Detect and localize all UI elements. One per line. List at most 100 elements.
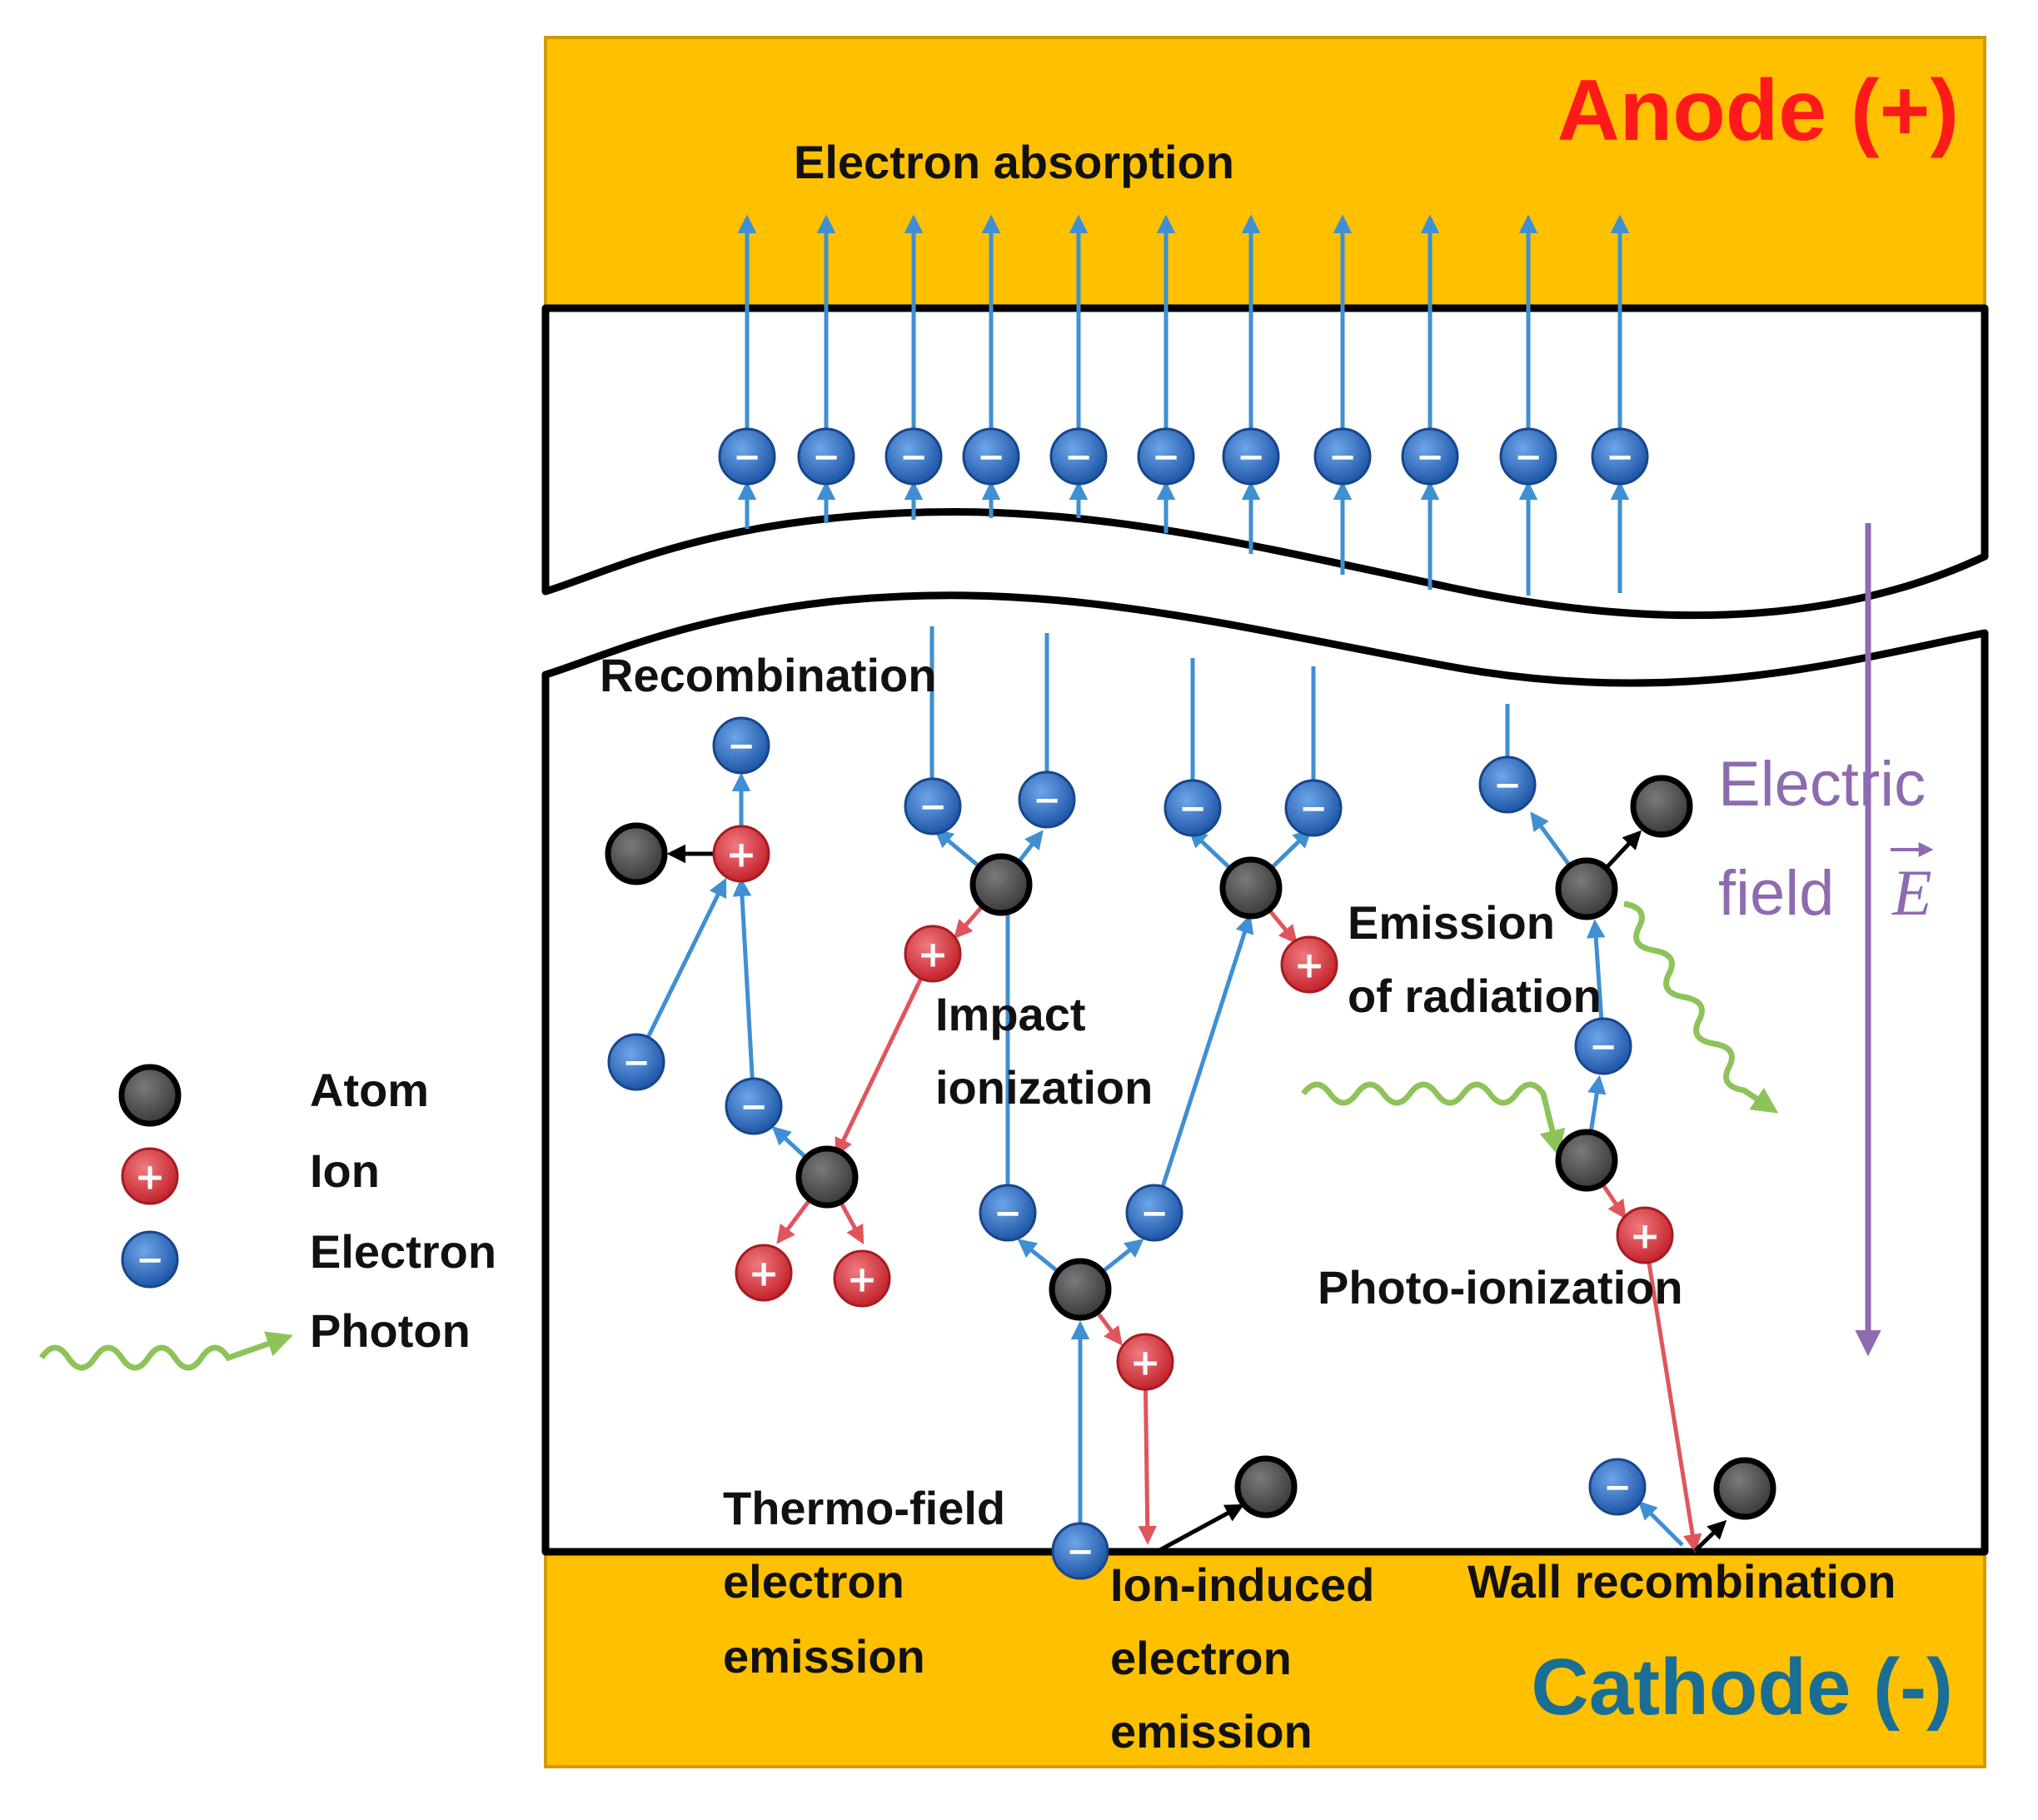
svg-text:−: − [622, 1044, 650, 1082]
svg-text:−: − [899, 438, 928, 476]
anode-electron: − [884, 427, 943, 486]
svg-text:+: + [1130, 1342, 1161, 1384]
legend-photon-label: Photon [310, 1304, 471, 1357]
electron: − [979, 1184, 1037, 1242]
svg-text:−: − [1589, 1028, 1617, 1066]
svg-text:−: − [1416, 438, 1444, 476]
anode-electron: − [1137, 427, 1195, 486]
impact-atom [969, 853, 1033, 916]
svg-text:−: − [1033, 781, 1061, 820]
photon-incoming [1301, 1081, 1566, 1157]
svg-text:−: − [740, 1088, 768, 1126]
legend-atom-label: Atom [310, 1064, 429, 1116]
ion: + [1280, 935, 1338, 994]
legend-electron-icon: − [121, 1230, 179, 1289]
ion-induced-label-1: Ion-induced [1110, 1558, 1374, 1611]
svg-text:−: − [1152, 438, 1180, 476]
anode-electron: − [718, 427, 776, 486]
svg-text:−: − [1514, 438, 1542, 476]
svg-text:−: − [812, 438, 840, 476]
legend-ion-icon: + [121, 1147, 179, 1205]
svg-text:−: − [1237, 438, 1265, 476]
thermo-field-label-2: electron [723, 1555, 904, 1608]
impact-ionization-label-1: Impact [935, 988, 1086, 1040]
atom [1049, 1258, 1112, 1321]
anode-electron-flow [737, 214, 1630, 596]
svg-text:−: − [733, 438, 761, 476]
anode-electron: − [1049, 427, 1108, 486]
legend-ion-label: Ion [310, 1144, 380, 1197]
ion-induced-atom [1234, 1455, 1298, 1518]
anode-electron: − [1313, 427, 1372, 486]
electron: − [1284, 779, 1343, 837]
svg-text:+: + [1294, 945, 1325, 987]
ion: + [1616, 1206, 1674, 1264]
electric-field-label-1: Electric [1718, 749, 1926, 820]
electron: − [1478, 755, 1537, 814]
svg-text:−: − [994, 1194, 1022, 1233]
photo-ionization-atom [1555, 1129, 1618, 1192]
svg-text:−: − [1603, 1468, 1632, 1507]
electric-field-label-2: field [1718, 858, 1834, 929]
electron: − [1164, 779, 1222, 837]
svg-text:−: − [1328, 438, 1357, 476]
recombination-ion: + [712, 825, 770, 883]
svg-text:−: − [1606, 438, 1634, 476]
ion: + [1116, 1333, 1174, 1391]
thermo-field-electron: − [1051, 1522, 1109, 1580]
thermo-field-label-3: emission [723, 1630, 925, 1683]
photon-emitted [1623, 900, 1779, 1114]
wall-atom [1713, 1457, 1776, 1520]
electron: − [1574, 1017, 1632, 1075]
svg-text:+: + [1630, 1215, 1661, 1258]
electron: − [1018, 770, 1076, 829]
anode-label: Anode (+) [1557, 62, 1959, 159]
ion-induced-label-2: electron [1110, 1632, 1292, 1684]
svg-text:−: − [1493, 766, 1522, 805]
thermo-field-label-1: Thermo-field [723, 1482, 1005, 1534]
wall-recombination-label: Wall recombination [1467, 1555, 1896, 1608]
anode-electron: − [797, 427, 855, 486]
svg-text:+: + [847, 1259, 878, 1301]
svg-text:+: + [918, 934, 949, 976]
cathode-label: Cathode (-) [1531, 1643, 1953, 1732]
svg-text:−: − [1178, 790, 1207, 828]
anode-electron: − [1499, 427, 1557, 486]
svg-text:+: + [749, 1253, 780, 1295]
recombination-atom [605, 822, 668, 885]
svg-text:+: + [726, 834, 757, 876]
legend: Atom Ion Electron Photon [39, 1064, 496, 1371]
anode-electron: − [962, 427, 1020, 486]
impact-ionization-label-2: ionization [935, 1061, 1153, 1114]
anode-electron: − [1401, 427, 1459, 486]
emission-radiation-label-2: of radiation [1348, 970, 1602, 1022]
svg-text:−: − [1066, 1533, 1094, 1571]
atom [1630, 775, 1693, 838]
svg-text:−: − [727, 727, 755, 765]
recombination-label: Recombination [600, 649, 936, 701]
electron: − [725, 1077, 783, 1135]
emission-radiation-label-1: Emission [1348, 896, 1555, 949]
wall-electron: − [1588, 1458, 1647, 1516]
svg-text:−: − [1140, 1194, 1168, 1233]
legend-atom-icon [118, 1064, 182, 1127]
electron-absorption-label: Electron absorption [794, 136, 1234, 188]
anode-plate [544, 36, 1986, 310]
anode-electron: − [1591, 427, 1649, 486]
atom [795, 1145, 859, 1209]
svg-text:−: − [977, 438, 1005, 476]
electric-field-symbol: E [1891, 856, 1932, 929]
svg-text:−: − [919, 788, 947, 826]
ion: + [833, 1249, 891, 1308]
ion: + [904, 925, 962, 983]
svg-text:−: − [1299, 790, 1328, 828]
emission-atom [1555, 857, 1618, 920]
recombination-electron: − [712, 716, 770, 775]
photo-ionization-label: Photo-ionization [1318, 1261, 1683, 1314]
electron: − [904, 777, 962, 835]
atom [1219, 856, 1283, 920]
anode-electron: − [1222, 427, 1280, 486]
svg-text:−: − [136, 1241, 164, 1279]
electron: − [607, 1033, 665, 1091]
